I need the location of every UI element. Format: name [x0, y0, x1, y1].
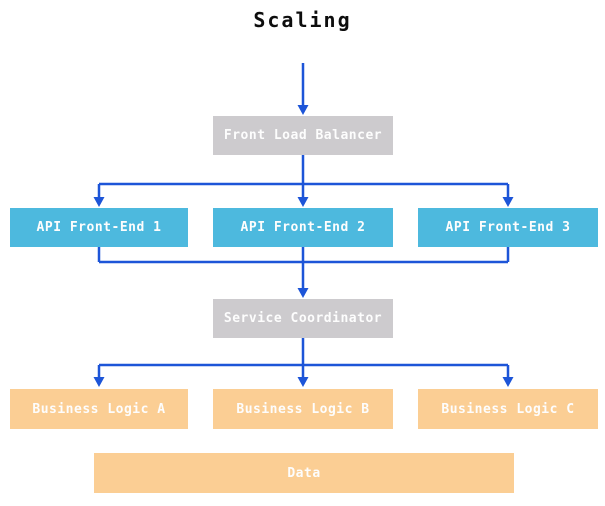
node-api-front-end-3-label: API Front-End 3: [445, 220, 571, 235]
node-api-front-end-1-label: API Front-End 1: [36, 220, 162, 235]
arrowhead-into-business-logic-a: [93, 377, 105, 387]
node-business-logic-b: Business Logic B: [213, 389, 393, 429]
node-business-logic-a: Business Logic A: [10, 389, 188, 429]
arrowhead-into-business-logic-c: [502, 377, 514, 387]
arrowhead-into-front-load-balancer: [297, 105, 309, 115]
node-business-logic-c: Business Logic C: [418, 389, 598, 429]
arrowhead-into-api-front-end-2: [297, 197, 309, 207]
node-business-logic-c-label: Business Logic C: [441, 401, 575, 417]
arrowhead-into-service-coordinator: [297, 288, 309, 298]
arrowhead-into-api-front-end-3: [502, 197, 514, 207]
arrowhead-into-business-logic-b: [297, 377, 309, 387]
node-data-label: Data: [287, 465, 321, 481]
node-front-load-balancer-label: Front Load Balancer: [223, 128, 383, 143]
node-business-logic-a-label: Business Logic A: [32, 401, 166, 417]
node-api-front-end-2: API Front-End 2: [213, 208, 393, 247]
edge-lines: [97, 63, 510, 378]
arrowhead-into-api-front-end-1: [93, 197, 105, 207]
node-api-front-end-1: API Front-End 1: [10, 208, 188, 247]
node-service-coordinator: Service Coordinator: [213, 299, 393, 338]
node-front-load-balancer: Front Load Balancer: [213, 116, 393, 155]
node-data: Data: [94, 453, 514, 493]
node-business-logic-b-label: Business Logic B: [236, 401, 370, 417]
node-api-front-end-2-label: API Front-End 2: [240, 220, 366, 235]
diagram-title: Scaling: [253, 8, 352, 32]
node-api-front-end-3: API Front-End 3: [418, 208, 598, 247]
node-service-coordinator-label: Service Coordinator: [223, 311, 383, 326]
